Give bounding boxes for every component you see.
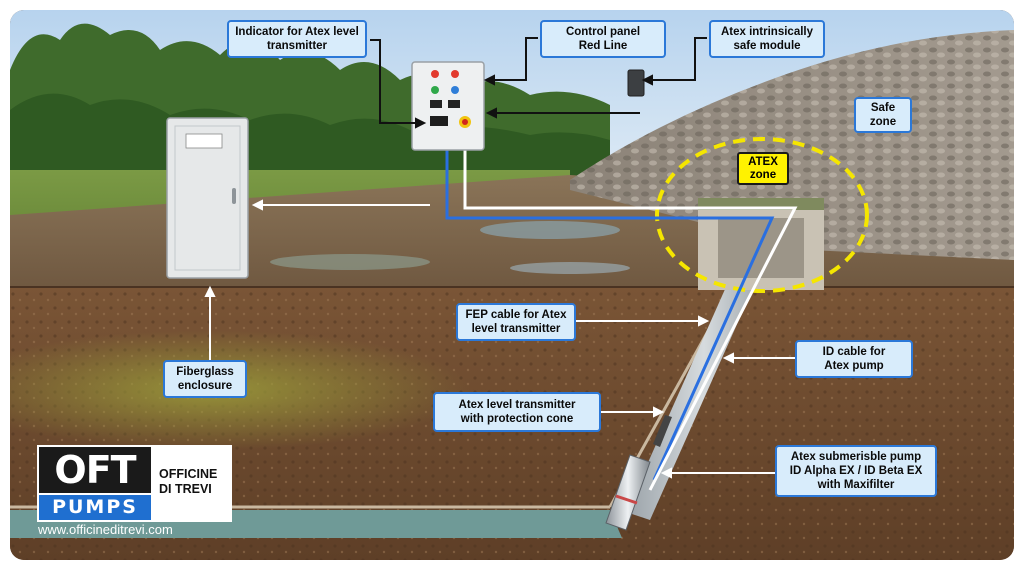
control-panel-red-line (411, 61, 485, 151)
label-text: FEP cable for Atex (465, 309, 567, 321)
label-text: transmitter (266, 40, 328, 52)
label-safe-zone: Safe zone (854, 97, 912, 133)
label-text: level transmitter (471, 323, 561, 335)
label-text: with protection cone (460, 413, 574, 425)
label-atex-zone: ATEX zone (737, 152, 789, 185)
callout-arrows (204, 199, 795, 479)
level-transmitter-sensor (653, 415, 672, 447)
logo-company-name: OFFICINE DI TREVI (159, 467, 231, 497)
label-atex-safe-module: Atex intrinsically safe module (709, 20, 825, 58)
logo-pumps-text: PUMPS (39, 495, 151, 520)
label-id-cable: ID cable for Atex pump (795, 340, 913, 378)
well-chamber (698, 198, 824, 290)
label-text: Safe (870, 102, 896, 114)
logo-oft-text: OFT (39, 447, 151, 493)
label-indicator-atex-level-transmitter: Indicator for Atex level transmitter (227, 20, 367, 58)
label-text: Atex submerisble pump (790, 451, 922, 463)
label-text: Atex level transmitter (458, 399, 576, 411)
label-text: Control panel (565, 26, 641, 38)
label-submersible-pump: Atex submerisble pump ID Alpha EX / ID B… (775, 445, 937, 497)
label-fep-cable: FEP cable for Atex level transmitter (456, 303, 576, 341)
label-text: ID cable for (822, 346, 886, 358)
label-text: ID Alpha EX / ID Beta EX (789, 465, 923, 477)
label-text: zone (869, 116, 897, 128)
label-text: ATEX (748, 155, 778, 168)
website-url: www.officineditrevi.com (38, 522, 173, 537)
top-callout-arrows (370, 37, 707, 129)
label-level-transmitter: Atex level transmitter with protection c… (433, 392, 601, 432)
label-text: Fiberglass (176, 366, 234, 378)
atex-zone-ring (655, 137, 869, 293)
cables (445, 150, 798, 491)
label-text: with Maxifilter (817, 479, 895, 491)
label-text: safe module (733, 40, 801, 52)
label-text: Indicator for Atex level (235, 26, 359, 38)
label-text: Red Line (578, 40, 628, 52)
logo-name-line: DI TREVI (159, 482, 212, 496)
submersible-pump (605, 454, 651, 531)
logo-name-line: OFFICINE (159, 467, 218, 481)
fiberglass-enclosure-cabinet (166, 117, 249, 279)
label-text: Atex intrinsically (720, 26, 814, 38)
label-text: enclosure (177, 380, 233, 392)
label-text: zone (749, 168, 777, 181)
brand-logo: OFT PUMPS OFFICINE DI TREVI (37, 445, 232, 522)
label-fiberglass-enclosure: Fiberglass enclosure (163, 360, 247, 398)
label-text: Atex pump (824, 360, 884, 372)
label-control-panel: Control panel Red Line (540, 20, 666, 58)
atex-safe-module-unit (627, 69, 645, 97)
